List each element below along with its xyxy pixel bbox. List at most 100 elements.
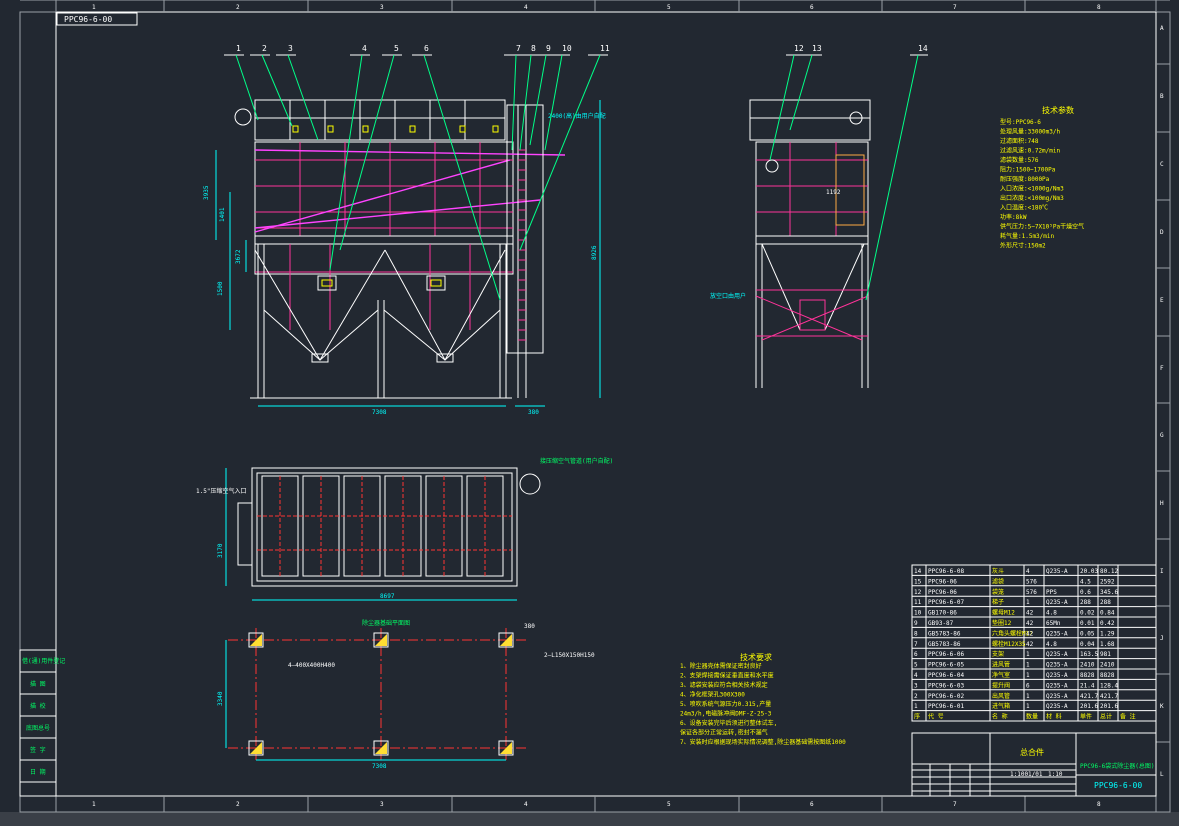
bom-cell: 14 xyxy=(914,568,922,575)
bom-cell: 8 xyxy=(914,630,918,637)
bom-cell: 2410 xyxy=(1100,662,1115,669)
tech-param-line: 供气压力:5~7X10⁵Pa干燥空气 xyxy=(1000,223,1084,231)
zone-row-label: D xyxy=(1160,229,1164,236)
bom-cell: 42 xyxy=(1026,610,1034,617)
bom-cell: 1.68 xyxy=(1100,641,1115,648)
bom-cell: 0.02 xyxy=(1080,610,1095,617)
status-bar xyxy=(0,812,1179,826)
bom-cell: 288 xyxy=(1100,599,1111,606)
tech-req-line: 4、净化框架孔300X300 xyxy=(680,691,745,699)
callout-number: 2 xyxy=(262,44,267,53)
bom-cell: GB5783-86 xyxy=(928,630,961,637)
bom-cell: 0.6 xyxy=(1080,589,1091,596)
zone-row-label: F xyxy=(1160,365,1164,372)
bom-cell: PPC96-6-08 xyxy=(928,568,965,575)
bom-cell: PPC96-06 xyxy=(928,578,957,585)
bom-cell: PPC96-06 xyxy=(928,589,957,596)
stamp-4: 底图总号 xyxy=(26,724,50,732)
bom-cell: 提升阀 xyxy=(992,681,1010,689)
plan-top-right-note: 接压缩空气管道(用户自配) xyxy=(540,457,613,465)
tech-req-line: 2、支架焊接需保证垂直度和水平度 xyxy=(680,672,774,680)
bom-cell: PPC96-6-07 xyxy=(928,599,965,606)
bom-cell: 1 xyxy=(1026,693,1030,700)
callout-number: 1 xyxy=(236,44,241,53)
callout-number: 13 xyxy=(812,44,822,53)
callout-number: 11 xyxy=(600,44,610,53)
zone-row-label: C xyxy=(1160,161,1164,168)
zone-col-bottom: 4 xyxy=(524,801,528,808)
bom-cell: 袋笼 xyxy=(992,588,1004,596)
bom-cell: GB170-86 xyxy=(928,610,957,617)
bom-cell: 8828 xyxy=(1100,672,1115,679)
zone-row-label: A xyxy=(1160,25,1164,32)
zone-col-bottom: 1 xyxy=(92,801,96,808)
callout-number: 10 xyxy=(562,44,572,53)
title-block xyxy=(911,732,1157,797)
zone-col-bottom: 3 xyxy=(380,801,384,808)
bom-cell: 支架 xyxy=(992,650,1004,658)
stamp-1: 借(通)用件登记 xyxy=(22,657,65,665)
stamp-2: 描 图 xyxy=(30,680,46,688)
foundation-dim-h: 3340 xyxy=(217,691,224,706)
bom-cell: 螺栓M12X35 xyxy=(992,640,1026,648)
zone-col-top: 3 xyxy=(380,4,384,11)
tech-req-line: 5、喷吹系统气源压力0.315,产量 xyxy=(680,700,771,708)
bom-cell: 2 xyxy=(914,693,918,700)
bom-cell: 80.12 xyxy=(1100,568,1118,575)
tech-req-line: 6、设备安装完毕后须进行整体试车, xyxy=(680,719,777,727)
side-note: 放空口由用户 xyxy=(710,292,746,300)
plan-view xyxy=(225,467,541,601)
zone-col-bottom: 7 xyxy=(953,801,957,808)
title-right: PPC96-6袋式除尘器(总图) xyxy=(1080,762,1155,770)
tech-param-line: 外形尺寸:150m2 xyxy=(1000,242,1046,250)
bom-cell: 0.05 xyxy=(1080,630,1095,637)
bom-header-cell: 数量 xyxy=(1026,713,1038,721)
bom-cell: 1 xyxy=(914,703,918,710)
callout-number: 5 xyxy=(394,44,399,53)
code-box-text: PPC96-6-00 xyxy=(64,15,112,24)
bom-cell: PPC96-6-03 xyxy=(928,682,965,689)
tech-param-line: 滤袋数量:576 xyxy=(1000,156,1039,164)
side-dim-duct: 1192 xyxy=(826,189,841,196)
stamp-3: 描 校 xyxy=(30,702,46,710)
plan-left-note: 1.5"压缩空气入口 xyxy=(196,487,246,495)
tech-req-line: 保证各部分正常运转,密封不漏气 xyxy=(680,729,768,737)
bom-cell: 163.5 xyxy=(1080,651,1098,658)
bom-cell: Q235-A xyxy=(1046,662,1068,669)
bom-cell: Q235-A xyxy=(1046,672,1068,679)
bom-cell: 滤袋 xyxy=(992,577,1004,585)
zone-col-bottom: 8 xyxy=(1097,801,1101,808)
bom-cell: 21.4 xyxy=(1080,682,1095,689)
zone-col-top: 5 xyxy=(667,4,671,11)
callout-number: 6 xyxy=(424,44,429,53)
bom-cell: Q235-A xyxy=(1046,568,1068,575)
inner-frame xyxy=(55,11,1157,797)
tech-param-line: 处理风量:33000m3/h xyxy=(1000,128,1061,136)
bom-cell: 净气室 xyxy=(992,671,1010,679)
bom-cell: 5 xyxy=(914,662,918,669)
dim-front-4: 1500 xyxy=(217,281,224,296)
bom-cell: PPC96-6-06 xyxy=(928,651,965,658)
plan-dim-w: 8697 xyxy=(380,593,395,600)
bom-cell: Q235-A xyxy=(1046,651,1068,658)
bom-cell: 梯子 xyxy=(992,598,1004,606)
tech-param-line: 耐压强度:8000Pa xyxy=(1000,175,1050,183)
dim-front-bottom: 7308 xyxy=(372,409,387,416)
zone-col-top: 4 xyxy=(524,4,528,11)
bom-cell: 4 xyxy=(1026,568,1030,575)
bom-cell: Q235-A xyxy=(1046,693,1068,700)
callout-number: 7 xyxy=(516,44,521,53)
tech-param-line: 耗气量:1.5m3/min xyxy=(1000,232,1055,240)
bom-cell: 421.7 xyxy=(1100,693,1118,700)
scale-text: 1:10 xyxy=(1048,771,1063,778)
tech-param-line: 阻力:1500~1700Pa xyxy=(1000,166,1056,174)
tech-param-line: 过滤面积:748 xyxy=(1000,137,1039,145)
bom-cell: 0.42 xyxy=(1100,620,1115,627)
callout-number: 4 xyxy=(362,44,367,53)
bom-cell: 垫圈12 xyxy=(992,619,1012,627)
bom-cell: 2410 xyxy=(1080,662,1095,669)
bom-cell: 4.8 xyxy=(1046,641,1057,648)
bom-cell: 20.03 xyxy=(1080,568,1098,575)
bom-cell: Q235-A xyxy=(1046,599,1068,606)
